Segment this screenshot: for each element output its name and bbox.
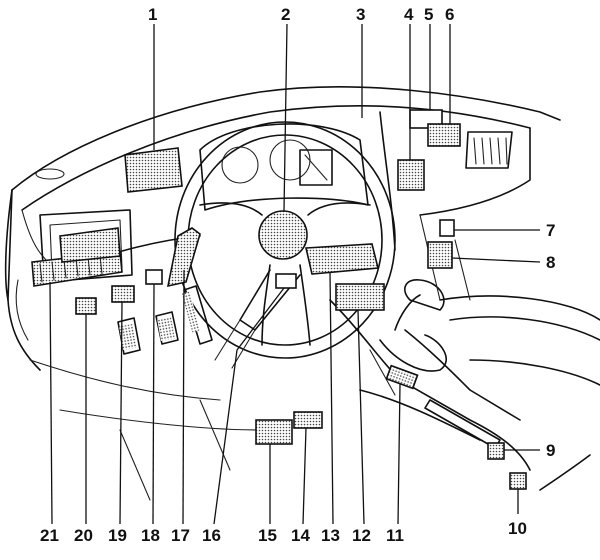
component-2 [258, 210, 308, 260]
component-8 [427, 241, 453, 269]
callout-6: 6 [445, 5, 454, 24]
callout-8: 8 [546, 253, 555, 272]
callout-18: 18 [141, 526, 160, 545]
callout-21: 21 [40, 526, 59, 545]
callout-13: 13 [321, 526, 340, 545]
component-7 [439, 219, 455, 237]
component-18 [145, 269, 163, 285]
callout-19: 19 [108, 526, 127, 545]
component-6 [427, 123, 461, 147]
floor-and-console [29, 214, 600, 501]
component-11 [385, 364, 419, 390]
component-9 [487, 442, 505, 460]
callout-9: 9 [546, 441, 555, 460]
relay-block [59, 227, 121, 263]
callout-11: 11 [386, 526, 404, 545]
component-1 [124, 147, 183, 193]
component-10 [509, 472, 527, 490]
component-20 [75, 297, 97, 315]
callout-3: 3 [356, 5, 365, 24]
callout-4: 4 [404, 5, 414, 24]
component-19 [111, 285, 135, 303]
component-16 [275, 273, 297, 289]
component-4 [397, 159, 425, 191]
component-17 [166, 227, 201, 288]
callout-15: 15 [258, 526, 277, 545]
component-21 [31, 251, 123, 287]
callout-labels: 1 2 3 4 5 6 7 8 9 10 11 12 13 14 15 16 1… [40, 5, 555, 545]
callout-2: 2 [281, 5, 290, 24]
leader-lines [49, 23, 541, 525]
component-14 [293, 411, 323, 429]
callout-7: 7 [546, 221, 555, 240]
callout-5: 5 [424, 5, 433, 24]
callout-1: 1 [148, 5, 157, 24]
component-13 [305, 243, 380, 275]
callout-20: 20 [74, 526, 93, 545]
callout-14: 14 [291, 526, 310, 545]
callout-17: 17 [171, 526, 190, 545]
callout-16: 16 [202, 526, 221, 545]
callout-10: 10 [508, 519, 527, 538]
component-15 [255, 419, 293, 445]
callout-12: 12 [352, 526, 371, 545]
component-12 [335, 283, 385, 311]
